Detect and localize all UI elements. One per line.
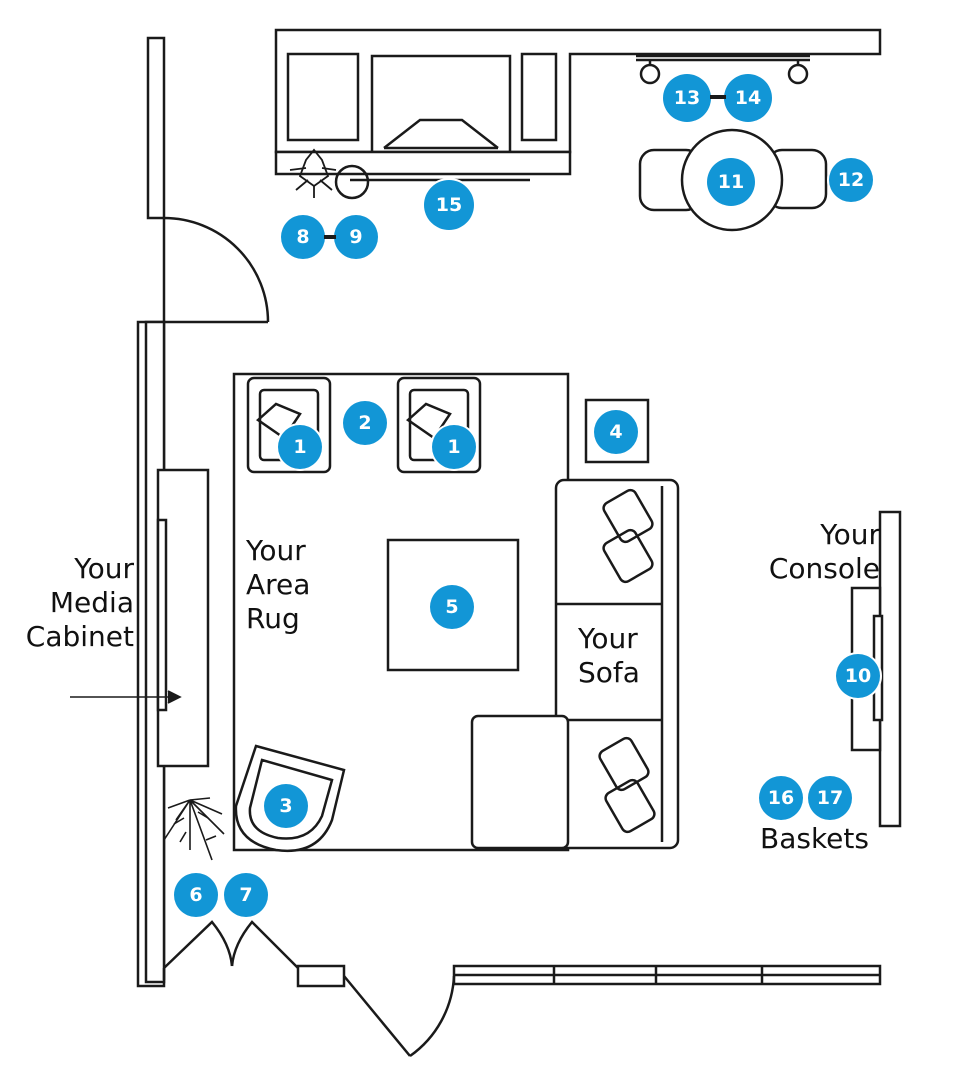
door-lower-double: [162, 920, 299, 980]
media-cabinet: [156, 468, 210, 768]
marker-14[interactable]: 14: [724, 74, 772, 122]
plant-8-icon: [289, 148, 337, 198]
marker-8[interactable]: 8: [281, 215, 325, 259]
wall-bottom: [296, 964, 882, 988]
marker-16[interactable]: 16: [759, 776, 803, 820]
label-sofa: Your Sofa: [578, 622, 640, 689]
media-arrow: [70, 690, 182, 704]
label-console: Your Console: [768, 518, 880, 585]
planter-9-icon: [334, 164, 370, 200]
door-upper: [162, 216, 270, 324]
coffee-table: [386, 538, 520, 672]
marker-6[interactable]: 6: [174, 873, 218, 917]
pendant-track: [636, 54, 810, 85]
marker-5[interactable]: 5: [430, 585, 474, 629]
marker-10[interactable]: 10: [836, 654, 880, 698]
marker-7[interactable]: 7: [224, 873, 268, 917]
label-media-cabinet: Your Media Cabinet: [25, 552, 134, 653]
marker-4[interactable]: 4: [594, 410, 638, 454]
kitchen-counter: [274, 28, 882, 182]
marker-1a[interactable]: 1: [278, 425, 322, 469]
wall-left-upper: [146, 36, 166, 220]
plant-6-icon: [163, 797, 225, 861]
door-lower-swing: [343, 975, 456, 1058]
sofa: [470, 478, 680, 850]
marker-3[interactable]: 3: [264, 784, 308, 828]
label-area-rug: Your Area Rug: [246, 534, 311, 635]
connector-13-14: [710, 95, 726, 99]
label-baskets: Baskets: [760, 822, 869, 855]
end-table: [584, 398, 650, 464]
marker-12[interactable]: 12: [829, 158, 873, 202]
marker-9[interactable]: 9: [334, 215, 378, 259]
marker-11[interactable]: 11: [707, 158, 755, 206]
marker-1b[interactable]: 1: [432, 425, 476, 469]
connector-8-9: [324, 235, 336, 239]
marker-13[interactable]: 13: [663, 74, 711, 122]
marker-2[interactable]: 2: [343, 401, 387, 445]
marker-15[interactable]: 15: [424, 180, 474, 230]
marker-17[interactable]: 17: [808, 776, 852, 820]
